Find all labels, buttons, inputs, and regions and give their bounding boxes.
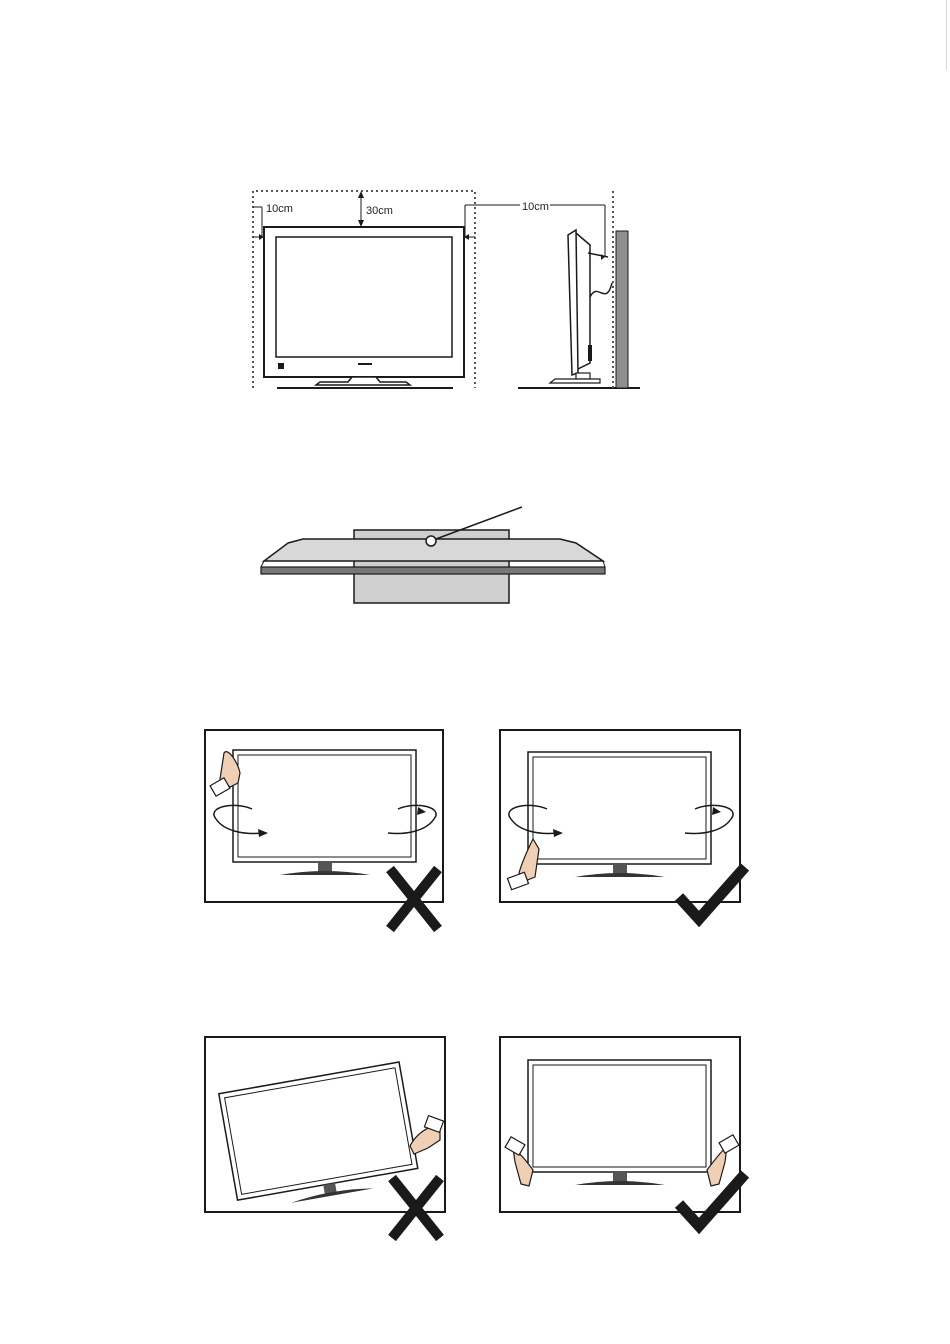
tv-front-view [264,227,464,388]
rotate-right-figure [499,729,751,929]
pivot-point [426,536,436,546]
page-edge-line [946,0,947,70]
lift-wrong-figure [204,1036,446,1246]
top-view-figure [258,505,608,605]
top-gap-label: 30cm [366,205,393,217]
left-gap-label: 10cm [266,203,293,215]
rotate-wrong-figure [204,729,446,937]
clearance-figure: 10cm 30cm 10cm [240,185,640,400]
rear-gap-label: 10cm [522,201,549,213]
lift-right-figure [499,1036,751,1236]
wall [616,231,628,388]
